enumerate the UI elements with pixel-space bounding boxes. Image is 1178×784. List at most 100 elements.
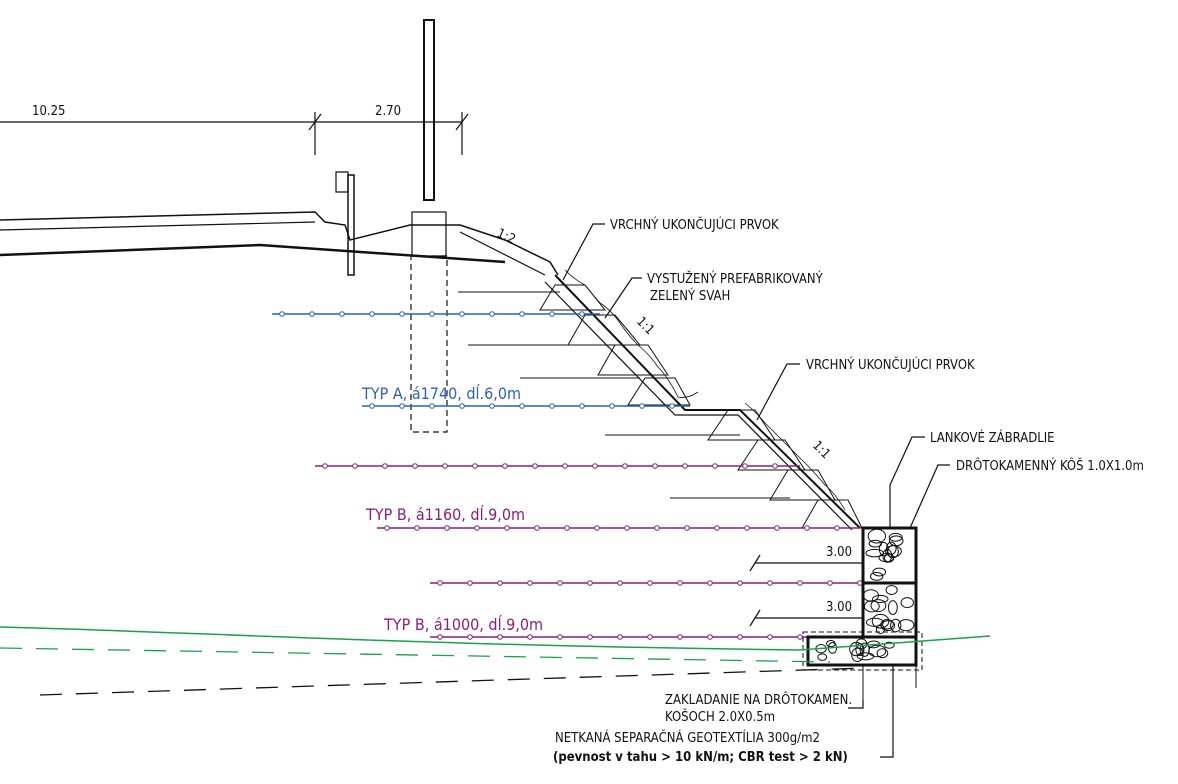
anchor-point [654,525,660,531]
anchor-point [437,634,443,640]
stone [876,648,889,659]
anchor-point [412,463,418,469]
anchor-point [429,403,435,409]
anchor-point [497,580,503,586]
anchor-point [309,311,315,317]
stone [887,600,898,615]
stone [875,624,885,635]
anchor-point [594,525,600,531]
anchor-point [399,311,405,317]
stone [872,567,887,577]
anchor-point [564,525,570,531]
anchor-point [474,525,480,531]
anchor-point [384,525,390,531]
dimension-gabion-upper: 3.00 [826,545,852,560]
anchor-point [504,525,510,531]
anchor-point [534,525,540,531]
anchor-point [647,580,653,586]
anchor-point [549,311,555,317]
anchor-point [804,525,810,531]
anchor-point [527,634,533,640]
anchor-point [472,463,478,469]
label-geotextile-2: (pevnost v tahu > 10 kN/m; CBR test > 2 … [553,750,848,765]
anchor-point [467,634,473,640]
anchor-point [429,311,435,317]
guardrail-beam [335,171,349,193]
anchor-point [279,311,285,317]
stone [865,548,884,558]
slope-ratio-lower: 1:1 [809,438,833,462]
dimension-tick [749,609,761,627]
pole-base [411,211,447,257]
slope-face [554,274,861,529]
label-cable-railing: LANKOVÉ ZÁBRADLIE [930,430,1055,446]
anchor-point [489,311,495,317]
anchor-point [639,403,645,409]
anchor-point [557,634,563,640]
anchor-point [707,580,713,586]
dimension-tick [749,554,761,572]
anchor-point [652,463,658,469]
excavation-line [39,667,866,696]
stone [900,597,914,609]
anchor-point [399,403,405,409]
anchor-point [624,525,630,531]
anchor-point [592,463,598,469]
stone [885,545,902,558]
stone [865,617,884,627]
label-foundation-1: ZAKLADANIE NA DRÔTOKAMEN. [665,692,852,708]
stone [885,585,898,595]
anchor-point [339,311,345,317]
anchor-point [414,525,420,531]
dimension-gabion-lower: 3.00 [826,600,852,615]
anchor-point [489,403,495,409]
anchor-point [369,403,375,409]
stone [851,647,864,663]
anchor-point [684,525,690,531]
anchor-point [442,463,448,469]
stone [888,532,903,542]
anchor-point [677,580,683,586]
anchor-point [767,580,773,586]
anchor-point [579,311,585,317]
label-typ-b-1: TYP B, á1160, dĺ.9,0m [365,505,525,524]
reinforcement-lines [272,311,863,640]
anchor-point [827,580,833,586]
vegetation [564,269,846,511]
stone [849,641,864,657]
anchor-point [444,525,450,531]
anchor-point [707,634,713,640]
anchor-point [562,463,568,469]
pole-foundation [410,255,448,433]
anchor-point [834,525,840,531]
anchor-point [527,580,533,586]
slope-face-inner [544,281,853,531]
stone [870,599,887,612]
prefab-elements [539,284,863,529]
gabion-wall [802,526,923,708]
road-layer [0,221,316,231]
anchor-point [352,463,358,469]
anchor-point [369,311,375,317]
anchor-point [437,580,443,586]
label-top-element-1: VRCHNÝ UKONČUJÚCI PRVOK [610,217,779,233]
dimension-tick [455,113,469,131]
anchor-point [587,580,593,586]
anchor-point [767,634,773,640]
anchor-point [609,403,615,409]
anchor-point [519,403,525,409]
anchor-point [712,463,718,469]
label-typ-a: TYP A, á1740, dĺ.6,0m [361,384,521,403]
slope-ratio-middle: 1:1 [633,314,657,338]
label-geotextile-1: NETKANÁ SEPARAČNÁ GEOTEXTÍLIA 300g/m2 [555,730,820,746]
anchor-point [617,634,623,640]
anchor-point [322,463,328,469]
anchor-point [532,463,538,469]
label-gabion: DRÔTOKAMENNÝ KÔŠ 1.0X1.0m [956,458,1144,474]
anchor-point [677,634,683,640]
anchor-point [622,463,628,469]
label-typ-b-2: TYP B, á1000, dĺ.9,0m [383,615,543,634]
label-foundation-2: KOŠOCH 2.0X0.5m [665,709,775,725]
anchor-point [669,403,675,409]
anchor-point [557,580,563,586]
